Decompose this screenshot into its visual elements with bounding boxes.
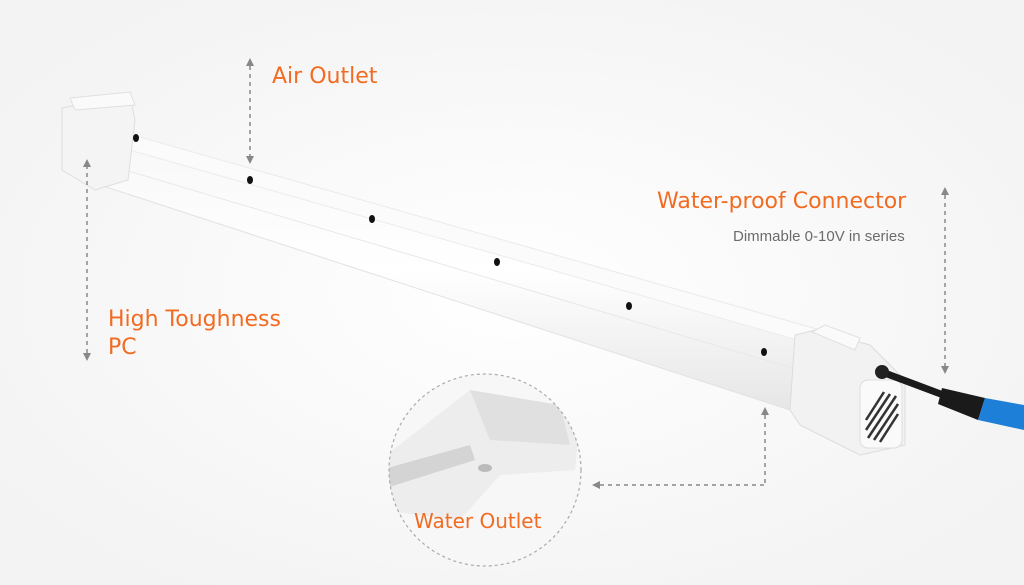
- air-outlet-holes: [133, 134, 767, 356]
- air-outlet-label: Air Outlet: [272, 64, 378, 89]
- arrow-heads: [83, 58, 949, 489]
- waterproof-connector: [875, 365, 1024, 430]
- water-outlet-label: Water Outlet: [414, 509, 542, 533]
- connector-label: Water-proof Connector: [657, 189, 907, 214]
- annotation-arrows: [86, 66, 946, 486]
- right-end-cap: [789, 324, 906, 456]
- left-end-cap: [61, 91, 136, 191]
- vent-grille-icon: [864, 391, 900, 443]
- pc-label-line2: PC: [108, 335, 137, 360]
- water-outlet-inset: [388, 373, 582, 567]
- pc-label-line1: High Toughness: [108, 307, 281, 332]
- connector-sublabel: Dimmable 0-10V in series: [733, 228, 905, 245]
